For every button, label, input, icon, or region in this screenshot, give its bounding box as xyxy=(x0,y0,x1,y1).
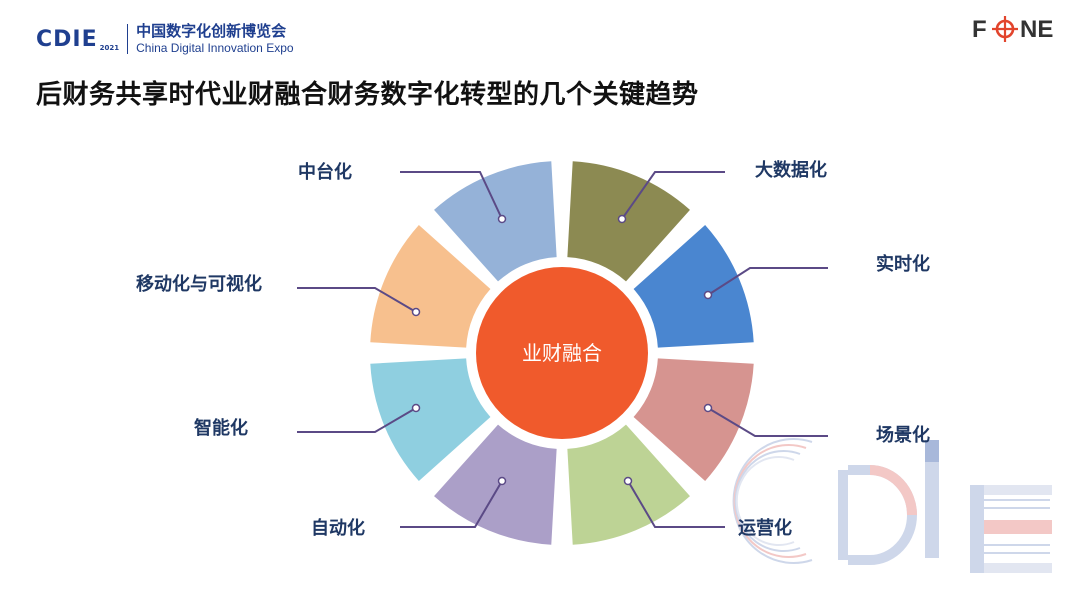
segment-label-big-data: 大数据化 xyxy=(755,159,827,181)
leader-line-real-time xyxy=(707,267,828,296)
segment-label-mobile-visual: 移动化与可视化 xyxy=(136,273,262,295)
expo-name-en: China Digital Innovation Expo xyxy=(136,41,294,55)
ring-segment-big-data xyxy=(567,161,690,282)
leader-dot-middle-platform xyxy=(497,214,507,224)
cdie-logo-mark: CDIE xyxy=(36,26,98,52)
leader-dot-big-data xyxy=(617,214,627,224)
fone-logo: F NE xyxy=(972,16,1053,43)
ring-segment-middle-platform xyxy=(434,161,557,282)
leader-dot-operation xyxy=(623,476,633,486)
ring-segment-real-time xyxy=(633,225,754,348)
fone-logo-ne: NE xyxy=(1020,16,1053,43)
segment-label-scenario: 场景化 xyxy=(876,424,930,446)
ring-segment-mobile-visual xyxy=(370,225,491,348)
segment-label-intelligent: 智能化 xyxy=(194,417,248,439)
leader-dot-real-time xyxy=(703,290,713,300)
expo-name-cn: 中国数字化创新博览会 xyxy=(136,22,287,40)
segment-label-automation: 自动化 xyxy=(311,517,365,539)
segment-label-real-time: 实时化 xyxy=(876,253,930,275)
leader-line-scenario xyxy=(707,407,828,437)
watermark-e xyxy=(970,485,1052,573)
segment-label-operation: 运营化 xyxy=(738,517,792,539)
ring-segment-automation xyxy=(434,424,557,545)
leader-line-operation xyxy=(627,480,725,528)
logo-divider xyxy=(127,24,129,54)
leader-lines xyxy=(297,171,828,528)
leader-dot-intelligent xyxy=(411,403,421,413)
ring-segment-intelligent xyxy=(370,358,491,481)
center-label: 业财融合 xyxy=(522,341,602,365)
leader-line-big-data xyxy=(621,171,725,220)
leader-line-intelligent xyxy=(297,407,417,433)
cdie-logo-year: 2021 xyxy=(99,44,120,52)
crosshair-icon xyxy=(992,16,1018,42)
cdie-watermark xyxy=(732,438,1052,573)
leader-line-automation xyxy=(400,480,503,528)
segment-label-middle-platform: 中台化 xyxy=(298,161,352,183)
leader-line-middle-platform xyxy=(400,171,503,220)
watermark-d xyxy=(838,465,917,565)
page-title: 后财务共享时代业财融合财务数字化转型的几个关键趋势 xyxy=(36,80,699,110)
leader-line-mobile-visual xyxy=(297,287,417,313)
leader-dot-scenario xyxy=(703,403,713,413)
leader-dot-automation xyxy=(497,476,507,486)
expo-name: 中国数字化创新博览会 China Digital Innovation Expo xyxy=(136,22,293,56)
fone-logo-f: F xyxy=(972,16,987,43)
ring-segment-scenario xyxy=(633,358,754,481)
watermark-i xyxy=(925,440,939,558)
leader-dot-mobile-visual xyxy=(411,307,421,317)
cdie-expo-logo: CDIE 2021 中国数字化创新博览会 China Digital Innov… xyxy=(36,22,294,56)
center-hub: 业财融合 xyxy=(476,267,648,439)
watermark-c xyxy=(732,438,813,564)
center-circle xyxy=(476,267,648,439)
